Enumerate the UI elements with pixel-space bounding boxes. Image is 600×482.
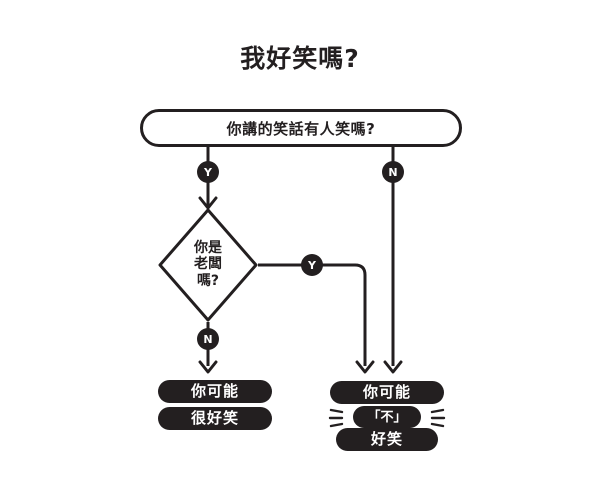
result-right-pill-3: 好笑 xyxy=(336,428,438,451)
result-right-pill-2: 「不」 xyxy=(353,406,421,428)
decision-node: 你是 老闆 嗎? xyxy=(158,208,258,322)
sparkle-right-icon xyxy=(430,408,446,428)
result-left-label-2: 很好笑 xyxy=(190,409,239,427)
result-left-pill-1: 你可能 xyxy=(158,380,272,403)
badge-decision-no: N xyxy=(197,328,219,350)
question-node-label: 你講的笑話有人笑嗎? xyxy=(226,119,376,138)
result-right-label-2: 「不」 xyxy=(367,409,407,425)
sparkle-left-icon xyxy=(328,408,344,428)
decision-label-line-2: 老闆 xyxy=(194,256,222,273)
result-right-emphasis-group: 「不」 xyxy=(328,406,446,430)
arrowhead-question-no-to-right-result xyxy=(383,360,403,374)
badge-question-yes: Y xyxy=(197,161,219,183)
badge-decision-yes: Y xyxy=(301,254,323,276)
decision-label-line-3: 嗎? xyxy=(196,272,220,289)
arrowhead-decision-yes-to-right-result xyxy=(355,360,375,374)
question-node: 你講的笑話有人笑嗎? xyxy=(140,109,462,147)
result-right-label-1: 你可能 xyxy=(362,383,411,401)
page-title: 我好笑嗎? xyxy=(240,44,360,73)
diamond-shape xyxy=(158,208,258,322)
result-left-pill-2: 很好笑 xyxy=(158,407,272,430)
result-right-pill-1: 你可能 xyxy=(330,381,444,404)
badge-question-no: N xyxy=(382,161,404,183)
result-left-label-1: 你可能 xyxy=(190,382,239,400)
edge-decision-yes-line xyxy=(258,263,367,366)
result-right-label-3: 好笑 xyxy=(370,430,403,448)
arrowhead-to-left-result xyxy=(198,360,218,374)
decision-label-line-1: 你是 xyxy=(194,240,222,257)
arrowhead-to-decision xyxy=(198,196,218,210)
decision-node-label: 你是 老闆 嗎? xyxy=(158,208,258,322)
